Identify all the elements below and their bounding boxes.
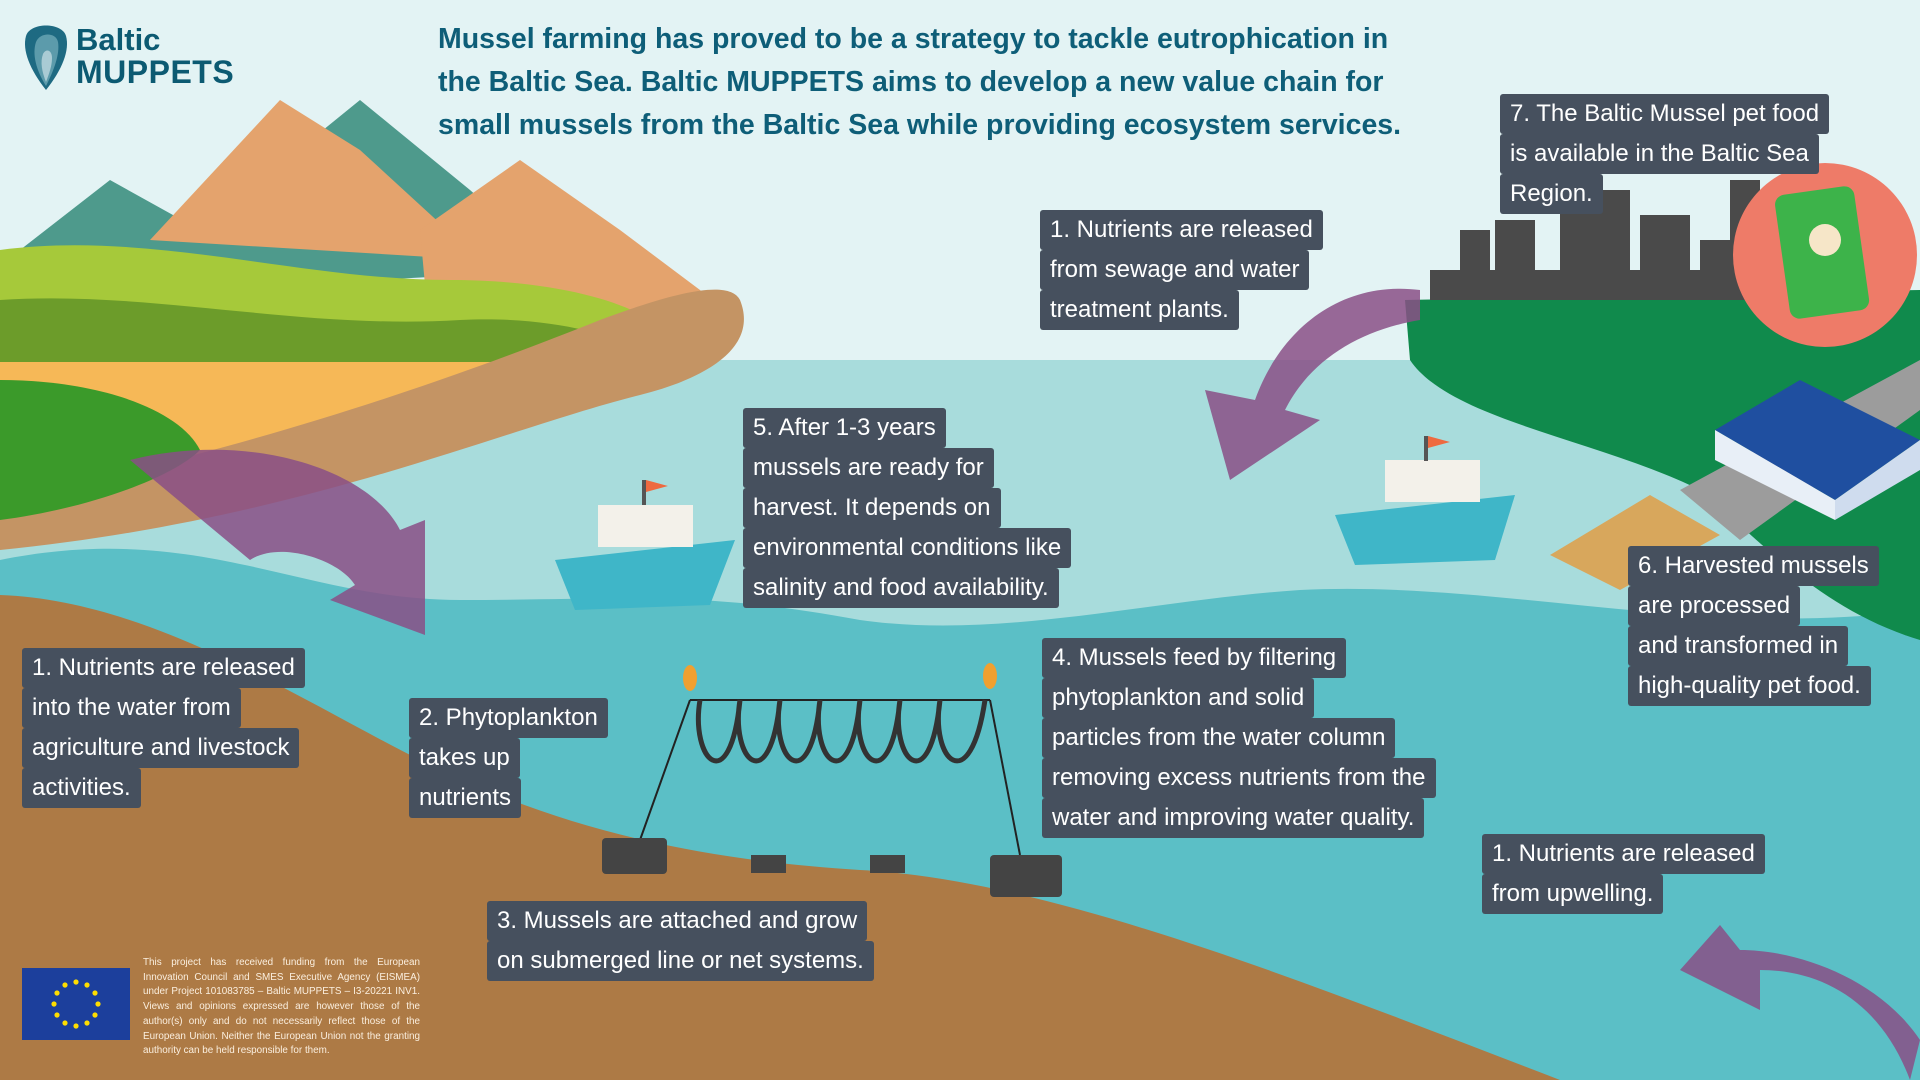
box-line: agriculture and livestock — [22, 728, 300, 768]
box-line: 6. Harvested mussels — [1628, 546, 1879, 586]
box-line: treatment plants. — [1040, 290, 1239, 330]
logo-line2: MUPPETS — [76, 54, 235, 90]
step-6-processed-box: 6. Harvested mussels are processed and t… — [1628, 546, 1879, 706]
step-7-pet-food-box: 7. The Baltic Mussel pet food is availab… — [1500, 94, 1830, 214]
step-2-phytoplankton-box: 2. Phytoplankton takes up nutrients — [409, 698, 608, 818]
box-line: Region. — [1500, 174, 1603, 214]
box-line: environmental conditions like — [743, 528, 1072, 568]
box-line: from sewage and water — [1040, 250, 1310, 290]
buoy-icon — [683, 663, 997, 691]
step-1-sewage-box: 1. Nutrients are released from sewage an… — [1040, 210, 1323, 330]
box-line: high-quality pet food. — [1628, 666, 1871, 706]
pier — [1550, 495, 1720, 590]
step-3-attached-box: 3. Mussels are attached and grow on subm… — [487, 901, 874, 981]
pasture — [0, 380, 200, 520]
box-line: removing excess nutrients from the — [1042, 758, 1436, 798]
mussel-line-system — [639, 699, 1021, 856]
box-line: are processed — [1628, 586, 1801, 626]
paw-icon — [1809, 224, 1841, 256]
step-4-filtering-box: 4. Mussels feed by filtering phytoplankt… — [1042, 638, 1436, 838]
logo-line1: Baltic — [76, 22, 161, 57]
box-line: water and improving water quality. — [1042, 798, 1425, 838]
nutrient-arrows — [130, 288, 1920, 1080]
box-line: mussels are ready for — [743, 448, 994, 488]
box-line: 7. The Baltic Mussel pet food — [1500, 94, 1830, 134]
box-line: 1. Nutrients are released — [1040, 210, 1323, 250]
box-line: phytoplankton and solid — [1042, 678, 1315, 718]
box-line: 1. Nutrients are released — [1482, 834, 1765, 874]
hills — [0, 298, 650, 370]
step-5-harvest-box: 5. After 1-3 years mussels are ready for… — [743, 408, 1072, 608]
step-1-agriculture-box: 1. Nutrients are released into the water… — [22, 648, 305, 808]
box-line: takes up — [409, 738, 520, 778]
box-line: 4. Mussels feed by filtering — [1042, 638, 1347, 678]
box-line: particles from the water column — [1042, 718, 1396, 758]
anchor-weights — [602, 838, 1062, 897]
box-line: 5. After 1-3 years — [743, 408, 946, 448]
box-line: 1. Nutrients are released — [22, 648, 305, 688]
box-line: into the water from — [22, 688, 241, 728]
mountain — [150, 100, 480, 260]
box-line: nutrients — [409, 778, 522, 818]
boat-icon — [555, 480, 735, 610]
box-line: from upwelling. — [1482, 874, 1664, 914]
eu-flag-icon — [22, 968, 130, 1040]
box-line: activities. — [22, 768, 141, 808]
box-line: and transformed in — [1628, 626, 1849, 666]
box-line: harvest. It depends on — [743, 488, 1001, 528]
box-line: is available in the Baltic Sea — [1500, 134, 1819, 174]
seabed — [0, 595, 1560, 1080]
boat-icon — [1335, 436, 1515, 565]
box-line: salinity and food availability. — [743, 568, 1059, 608]
baltic-muppets-logo: Baltic MUPPETS — [22, 20, 234, 92]
factory-icon — [1715, 380, 1920, 520]
mussel-logo-icon — [24, 25, 68, 90]
headline: Mussel farming has proved to be a strate… — [438, 23, 1402, 141]
box-line: 2. Phytoplankton — [409, 698, 608, 738]
box-line: 3. Mussels are attached and grow — [487, 901, 868, 941]
funding-disclaimer: This project has received funding from t… — [143, 957, 420, 1057]
box-line: on submerged line or net systems. — [487, 941, 874, 981]
step-1-upwelling-box: 1. Nutrients are released from upwelling… — [1482, 834, 1765, 914]
